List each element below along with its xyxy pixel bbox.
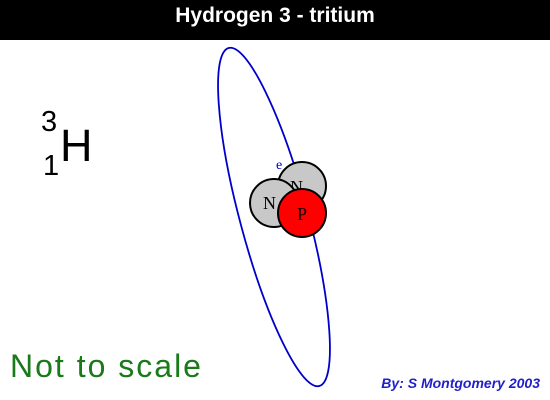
neutron-front-label: N xyxy=(263,193,276,213)
element-symbol: H xyxy=(60,120,93,171)
electron-label: e xyxy=(276,158,282,173)
atomic-number: 1 xyxy=(43,150,60,182)
mass-number: 3 xyxy=(41,106,58,138)
proton-label: P xyxy=(297,204,307,224)
title-bar: Hydrogen 3 - tritium xyxy=(0,0,550,40)
page-title: Hydrogen 3 - tritium xyxy=(175,3,375,27)
author-credit: By: S Montgomery 2003 xyxy=(381,375,540,391)
proton xyxy=(277,188,327,238)
scale-note: Not to scale xyxy=(10,348,203,384)
